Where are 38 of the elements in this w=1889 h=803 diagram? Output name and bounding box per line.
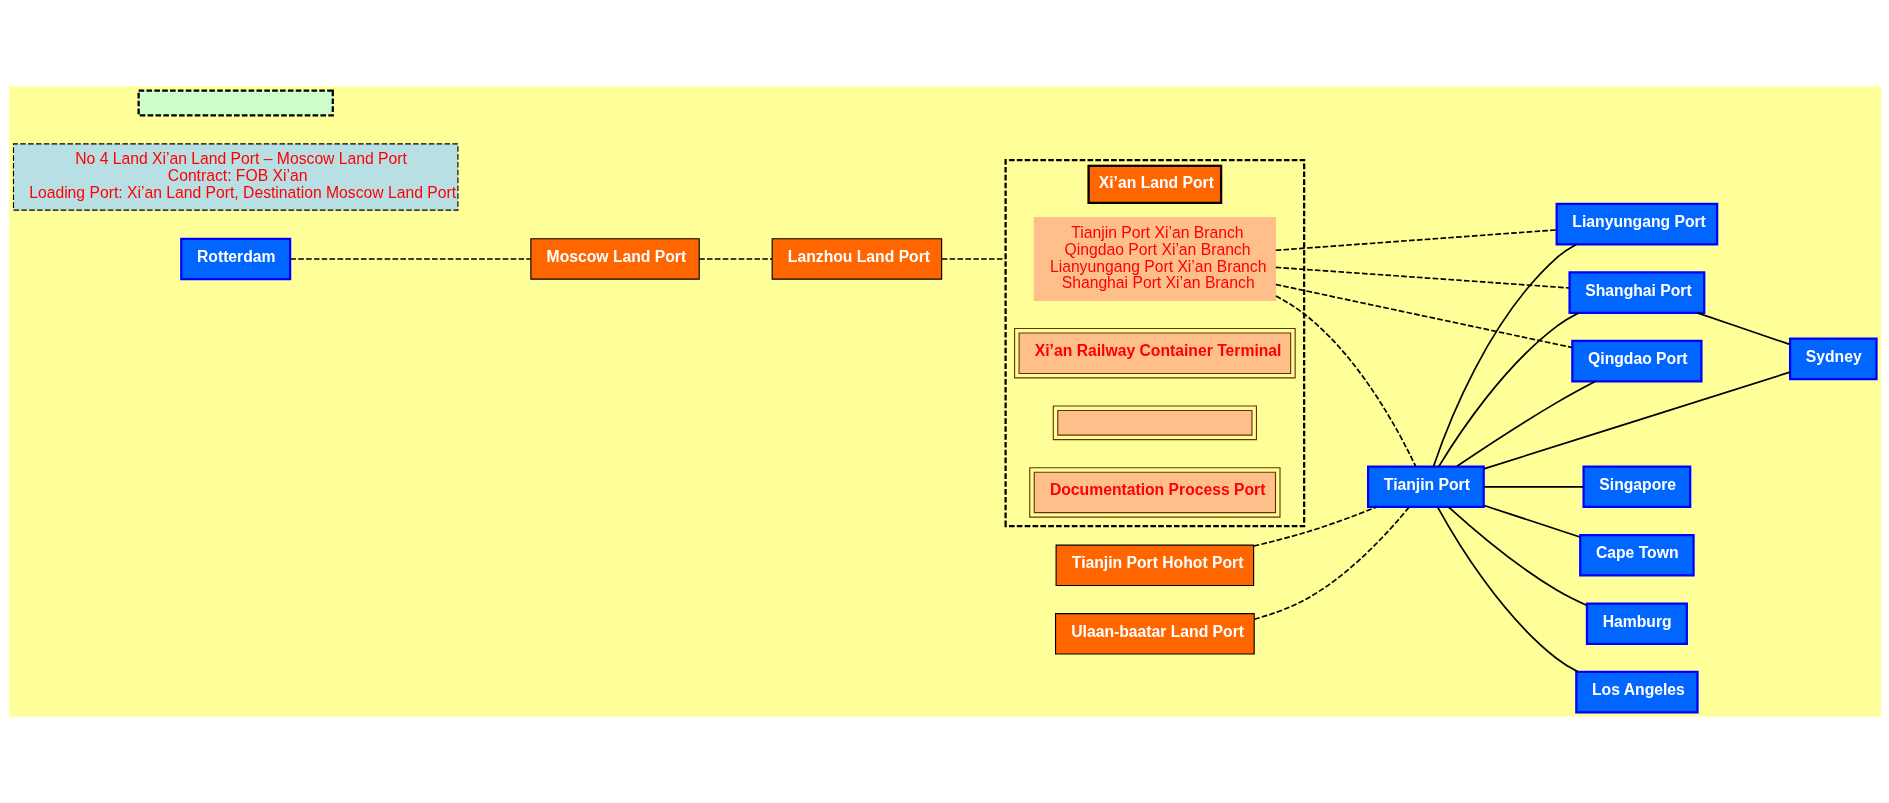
connector [940,258,1006,260]
node-box [137,89,334,117]
node-box: Tianjin Port [1366,465,1485,509]
connector [1252,506,1377,547]
node-box: Lianyungang Port [1555,202,1718,246]
node-box: Moscow Land Port [529,238,700,280]
connector [1436,506,1579,673]
connector [1432,243,1577,468]
node-box: Tianjin Port Hohot Port [1055,544,1254,587]
connector [697,258,773,260]
node-box [1052,405,1257,441]
connector [289,258,531,260]
node-box: Tianjin Port Xi’an Branch Qingdao Port Xi’an Branch Lianyungang Port Xi’an Branch Shanghai Port Xi’an Branch [1033,216,1276,302]
connector [1696,312,1791,346]
connector [1274,229,1557,252]
node-box: Qingdao Port [1570,339,1703,383]
connector [1482,504,1581,538]
connector [1455,380,1596,468]
connector [1482,371,1791,470]
node-box: Documentation Process Port [1028,467,1281,518]
connector [1274,266,1570,289]
connector [1437,312,1579,468]
node-box: Sydney [1788,337,1878,381]
node-box: Hamburg [1585,602,1688,646]
connector [1447,506,1587,607]
connector [1274,295,1417,468]
node-box: No 4 Land Xi’an Land Port – Moscow Land Port Contract: FOB Xi’an Loading Port: Xi’an Land Port, Destination Moscow Land Port [12,143,458,211]
node-box: Lanzhou Land Port [771,238,942,280]
connector [1252,506,1410,621]
node-box: Singapore [1581,465,1691,509]
node-box: Cape Town [1578,533,1695,577]
connector [1482,485,1584,488]
node-box: Xi’an Railway Container Terminal [1013,328,1296,379]
node-box: Rotterdam [179,237,291,281]
connector [1274,283,1573,349]
node-box: Los Angeles [1574,670,1699,714]
node-box: Shanghai Port [1567,271,1705,314]
node-box: Ulaan-baatar Land Port [1054,613,1255,655]
